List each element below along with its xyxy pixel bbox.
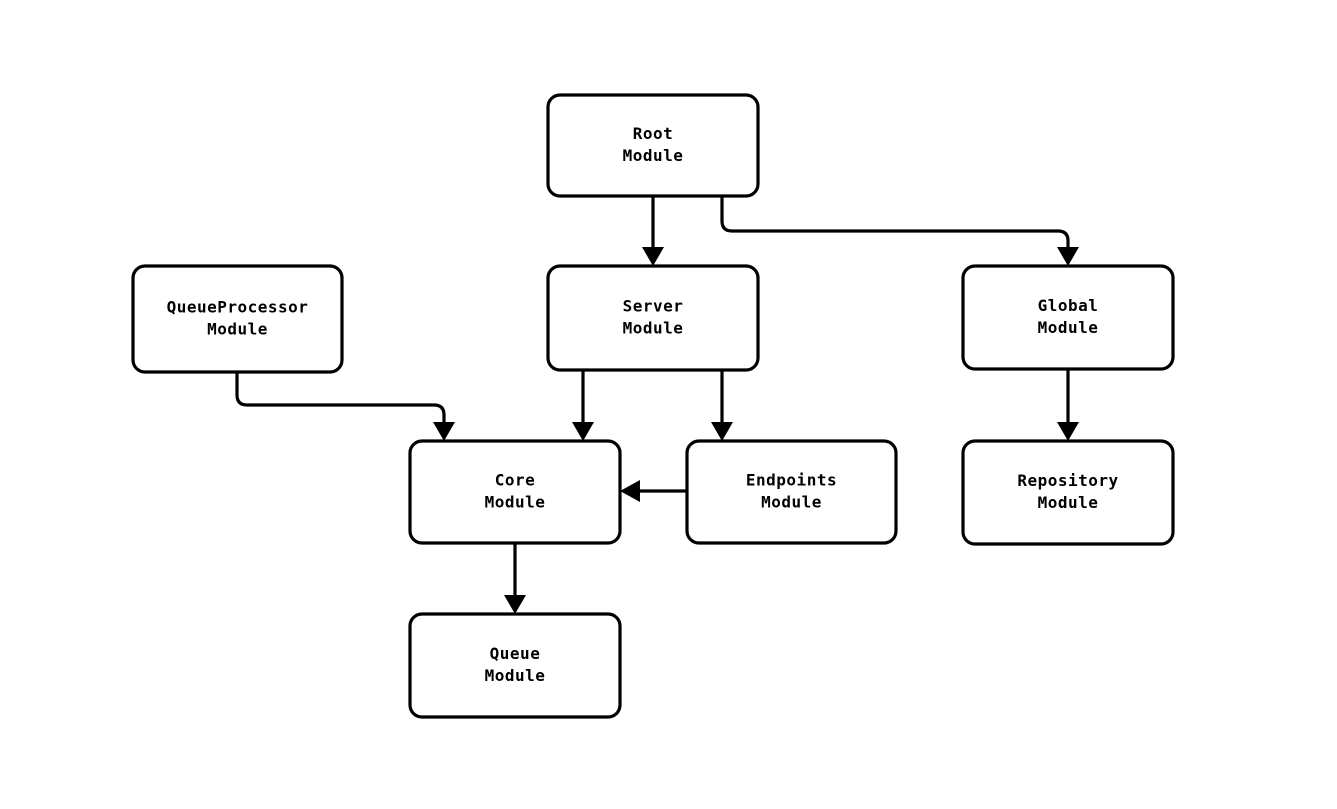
server-module-label-line2: Module xyxy=(623,319,684,338)
edge-root-to-global xyxy=(720,196,1079,266)
queueprocessor-module-label-line1: QueueProcessor xyxy=(167,298,309,317)
edge-global-to-repository xyxy=(1057,369,1079,441)
server-module-box[interactable] xyxy=(546,264,760,372)
queue-module-box[interactable] xyxy=(408,612,622,719)
repository-module-label-line2: Module xyxy=(1038,493,1099,512)
edge-root-to-server xyxy=(642,196,664,266)
root-module-box[interactable] xyxy=(546,93,760,198)
edge-server-to-core xyxy=(572,370,594,441)
edge-core-to-queue xyxy=(504,543,526,614)
endpoints-module-label-line1: Endpoints xyxy=(746,471,837,490)
queueprocessor-module-box[interactable] xyxy=(131,264,344,374)
endpoints-module-label-line2: Module xyxy=(761,493,822,512)
edge-endpoints-to-core xyxy=(620,480,687,502)
edge-core-to-queue-arrowhead-icon xyxy=(504,595,526,614)
edge-server-to-endpoints xyxy=(711,370,733,441)
edge-queueprocessor-to-core-arrowhead-icon xyxy=(433,422,455,441)
edge-global-to-repository-arrowhead-icon xyxy=(1057,422,1079,441)
edge-queueprocessor-to-core xyxy=(235,372,455,441)
repository-module-box[interactable] xyxy=(961,439,1175,546)
queue-module-label-line1: Queue xyxy=(490,644,541,663)
edge-root-to-server-arrowhead-icon xyxy=(642,247,664,266)
global-module-label-line2: Module xyxy=(1038,318,1099,337)
endpoints-module-box[interactable] xyxy=(685,439,898,545)
edge-server-to-core-arrowhead-icon xyxy=(572,422,594,441)
global-module-box[interactable] xyxy=(961,264,1175,371)
edge-queueprocessor-to-core-line xyxy=(235,372,446,423)
core-module-label-line2: Module xyxy=(485,493,546,512)
global-module-label-line1: Global xyxy=(1038,296,1099,315)
repository-module-label-line1: Repository xyxy=(1017,471,1118,490)
root-module-label-line2: Module xyxy=(623,146,684,165)
core-module-label-line1: Core xyxy=(495,471,536,490)
core-module-box[interactable] xyxy=(408,439,622,545)
edge-root-to-global-arrowhead-icon xyxy=(1057,247,1079,266)
root-module-label-line1: Root xyxy=(633,124,674,143)
edge-endpoints-to-core-arrowhead-icon xyxy=(620,480,640,502)
nodes-layer: RootModuleQueueProcessorModuleServerModu… xyxy=(131,93,1175,719)
edges-layer xyxy=(235,196,1079,614)
server-module-label-line1: Server xyxy=(623,297,684,316)
queueprocessor-module-label-line2: Module xyxy=(207,320,268,339)
edge-root-to-global-line xyxy=(720,196,1070,248)
edge-server-to-endpoints-arrowhead-icon xyxy=(711,422,733,441)
queue-module-label-line2: Module xyxy=(485,666,546,685)
